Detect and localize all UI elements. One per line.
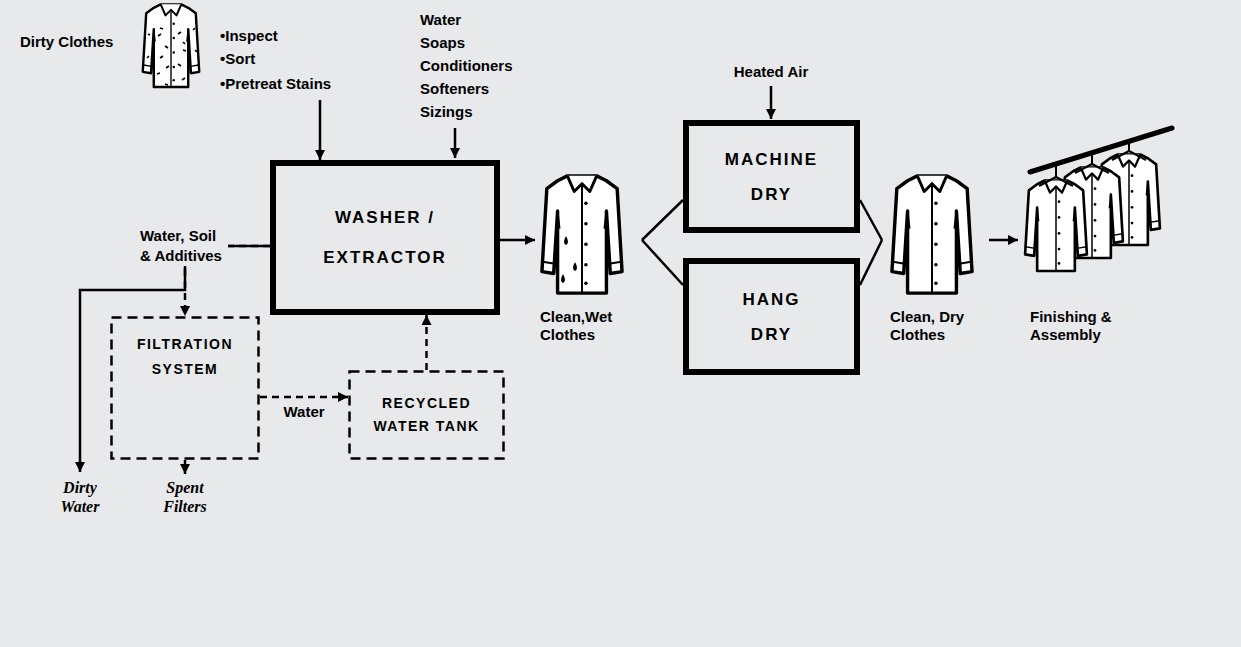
input-label: Conditioners — [420, 56, 513, 76]
text-slot: Spent Filters — [163, 478, 207, 516]
dashed-outline — [112, 318, 259, 459]
flow-arrow — [860, 240, 882, 285]
text-slot: Sizings — [420, 102, 473, 122]
product-state: Finishing & Assembly — [1018, 130, 1183, 350]
step-bullet: •Pretreat Stains — [220, 75, 331, 93]
process-box: HANG DRY — [683, 258, 860, 375]
input-arrow — [454, 128, 457, 158]
process-box: WASHER / EXTRACTOR — [270, 160, 500, 315]
text-slot: Heated Air — [734, 62, 808, 82]
waste-arrow — [184, 460, 187, 474]
clean-shirt — [892, 176, 972, 293]
text-slot: •Inspect — [220, 27, 278, 45]
text-slot: •Sort — [220, 50, 255, 68]
box-title: HANG DRY — [742, 282, 800, 352]
flow-arrow — [642, 200, 683, 240]
flow-arrow — [989, 239, 1018, 242]
hanging-shirt — [1025, 181, 1087, 271]
state-caption: Clean,Wet Clothes — [540, 308, 635, 344]
flow-arrow — [860, 200, 882, 240]
dashed-outline — [350, 372, 504, 459]
dirty-shirt — [143, 4, 199, 87]
input-label: Soaps — [420, 33, 465, 53]
flow-arrow — [642, 240, 683, 285]
box-title: MACHINE DRY — [725, 142, 818, 212]
text-slot: Dirty Water — [61, 478, 100, 516]
water-drops — [561, 236, 577, 283]
source-item: Dirty Clothes •Inspect •Sort •Pretreat Stai… — [15, 5, 425, 100]
text-slot: Finishing & Assembly — [1030, 308, 1142, 344]
hanger — [1039, 177, 1073, 186]
input-label: Softeners — [420, 79, 489, 99]
step-bullet: •Sort — [220, 50, 255, 68]
step-bullet: •Inspect — [220, 27, 278, 45]
text-slot: Clean,Wet Clothes — [540, 308, 635, 344]
process-box: MACHINE DRY — [683, 120, 860, 233]
stain-specks — [147, 28, 197, 85]
recycle-flow-arrow — [425, 315, 428, 370]
recycle-flow-arrow — [260, 396, 348, 399]
wet-shirt — [542, 176, 622, 293]
hanger — [1112, 151, 1146, 160]
text-slot: Clean, Dry Clothes — [890, 308, 985, 344]
input-label: Sizings — [420, 102, 473, 122]
box-title: WASHER / EXTRACTOR — [310, 198, 460, 278]
flow-arrow — [319, 100, 322, 160]
product-state: Clean,Wet Clothes — [535, 168, 639, 350]
output-label: Dirty Water — [61, 478, 100, 516]
text-slot: •Pretreat Stains — [220, 75, 331, 93]
text-slot: Softeners — [420, 79, 489, 99]
output-label: Spent Filters — [163, 478, 207, 516]
flow-arrow — [500, 239, 535, 242]
box-title: RECYCLED WATER TANK — [362, 392, 492, 438]
optional-process-box: FILTRATION SYSTEM — [110, 316, 260, 460]
text-slot: Dirty Clothes — [20, 33, 113, 51]
product-state: Clean, Dry Clothes — [885, 168, 989, 350]
box-title: FILTRATION SYSTEM — [137, 332, 233, 382]
text-slot: Conditioners — [420, 56, 513, 76]
input-label: Water — [420, 10, 461, 30]
state-caption: Finishing & Assembly — [1030, 308, 1142, 344]
input-label: Heated Air — [734, 62, 808, 82]
optional-tank-box: RECYCLED WATER TANK — [348, 370, 505, 460]
flow-label: Water — [281, 403, 326, 421]
item-text: Dirty Clothes — [20, 33, 113, 51]
dashed-outline — [348, 370, 505, 460]
state-caption: Clean, Dry Clothes — [890, 308, 985, 344]
text-slot: Water — [281, 403, 326, 421]
flow-label: Water, Soil & Additives — [140, 226, 228, 266]
text-slot: Soaps — [420, 33, 465, 53]
hanger — [1075, 164, 1109, 173]
drain-line — [80, 246, 270, 472]
input-arrow — [770, 86, 773, 119]
text-slot: Water — [420, 10, 461, 30]
text-slot: Water, Soil & Additives — [140, 226, 228, 266]
